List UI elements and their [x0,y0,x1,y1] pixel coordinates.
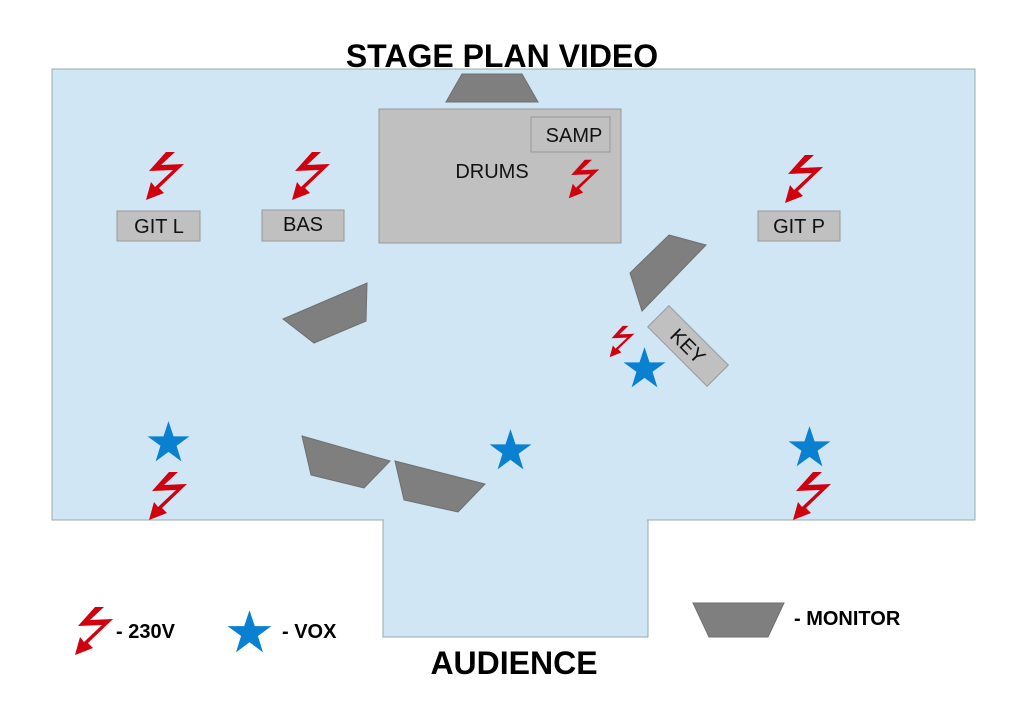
audience-label: AUDIENCE [430,645,597,681]
legend-monitor-icon [692,602,785,638]
monitor-keys [629,234,707,312]
legend-power-label: - 230V [116,621,176,643]
drums-label: DRUMS [455,161,528,183]
legend-vox-label: - VOX [282,621,337,643]
git-p-box [757,210,841,242]
bas-box [261,209,345,242]
monitor-drums [445,73,539,103]
legend-power-icon [75,607,113,655]
git-p-label: GIT P [773,216,825,238]
key-box [646,304,730,388]
samp-label: SAMP [546,125,603,147]
bas-label: BAS [283,214,323,236]
audience-area [382,519,649,638]
legend-monitor-label: - MONITOR [794,608,901,630]
git-l-box [116,210,201,242]
monitor-front-left [301,435,391,489]
monitor-front-center [394,460,486,513]
samp-box [530,116,611,153]
legend-vox-icon [227,610,272,653]
git-l-label: GIT L [134,216,184,238]
page-title: STAGE PLAN VIDEO [346,38,658,74]
monitor-bass [282,282,368,344]
